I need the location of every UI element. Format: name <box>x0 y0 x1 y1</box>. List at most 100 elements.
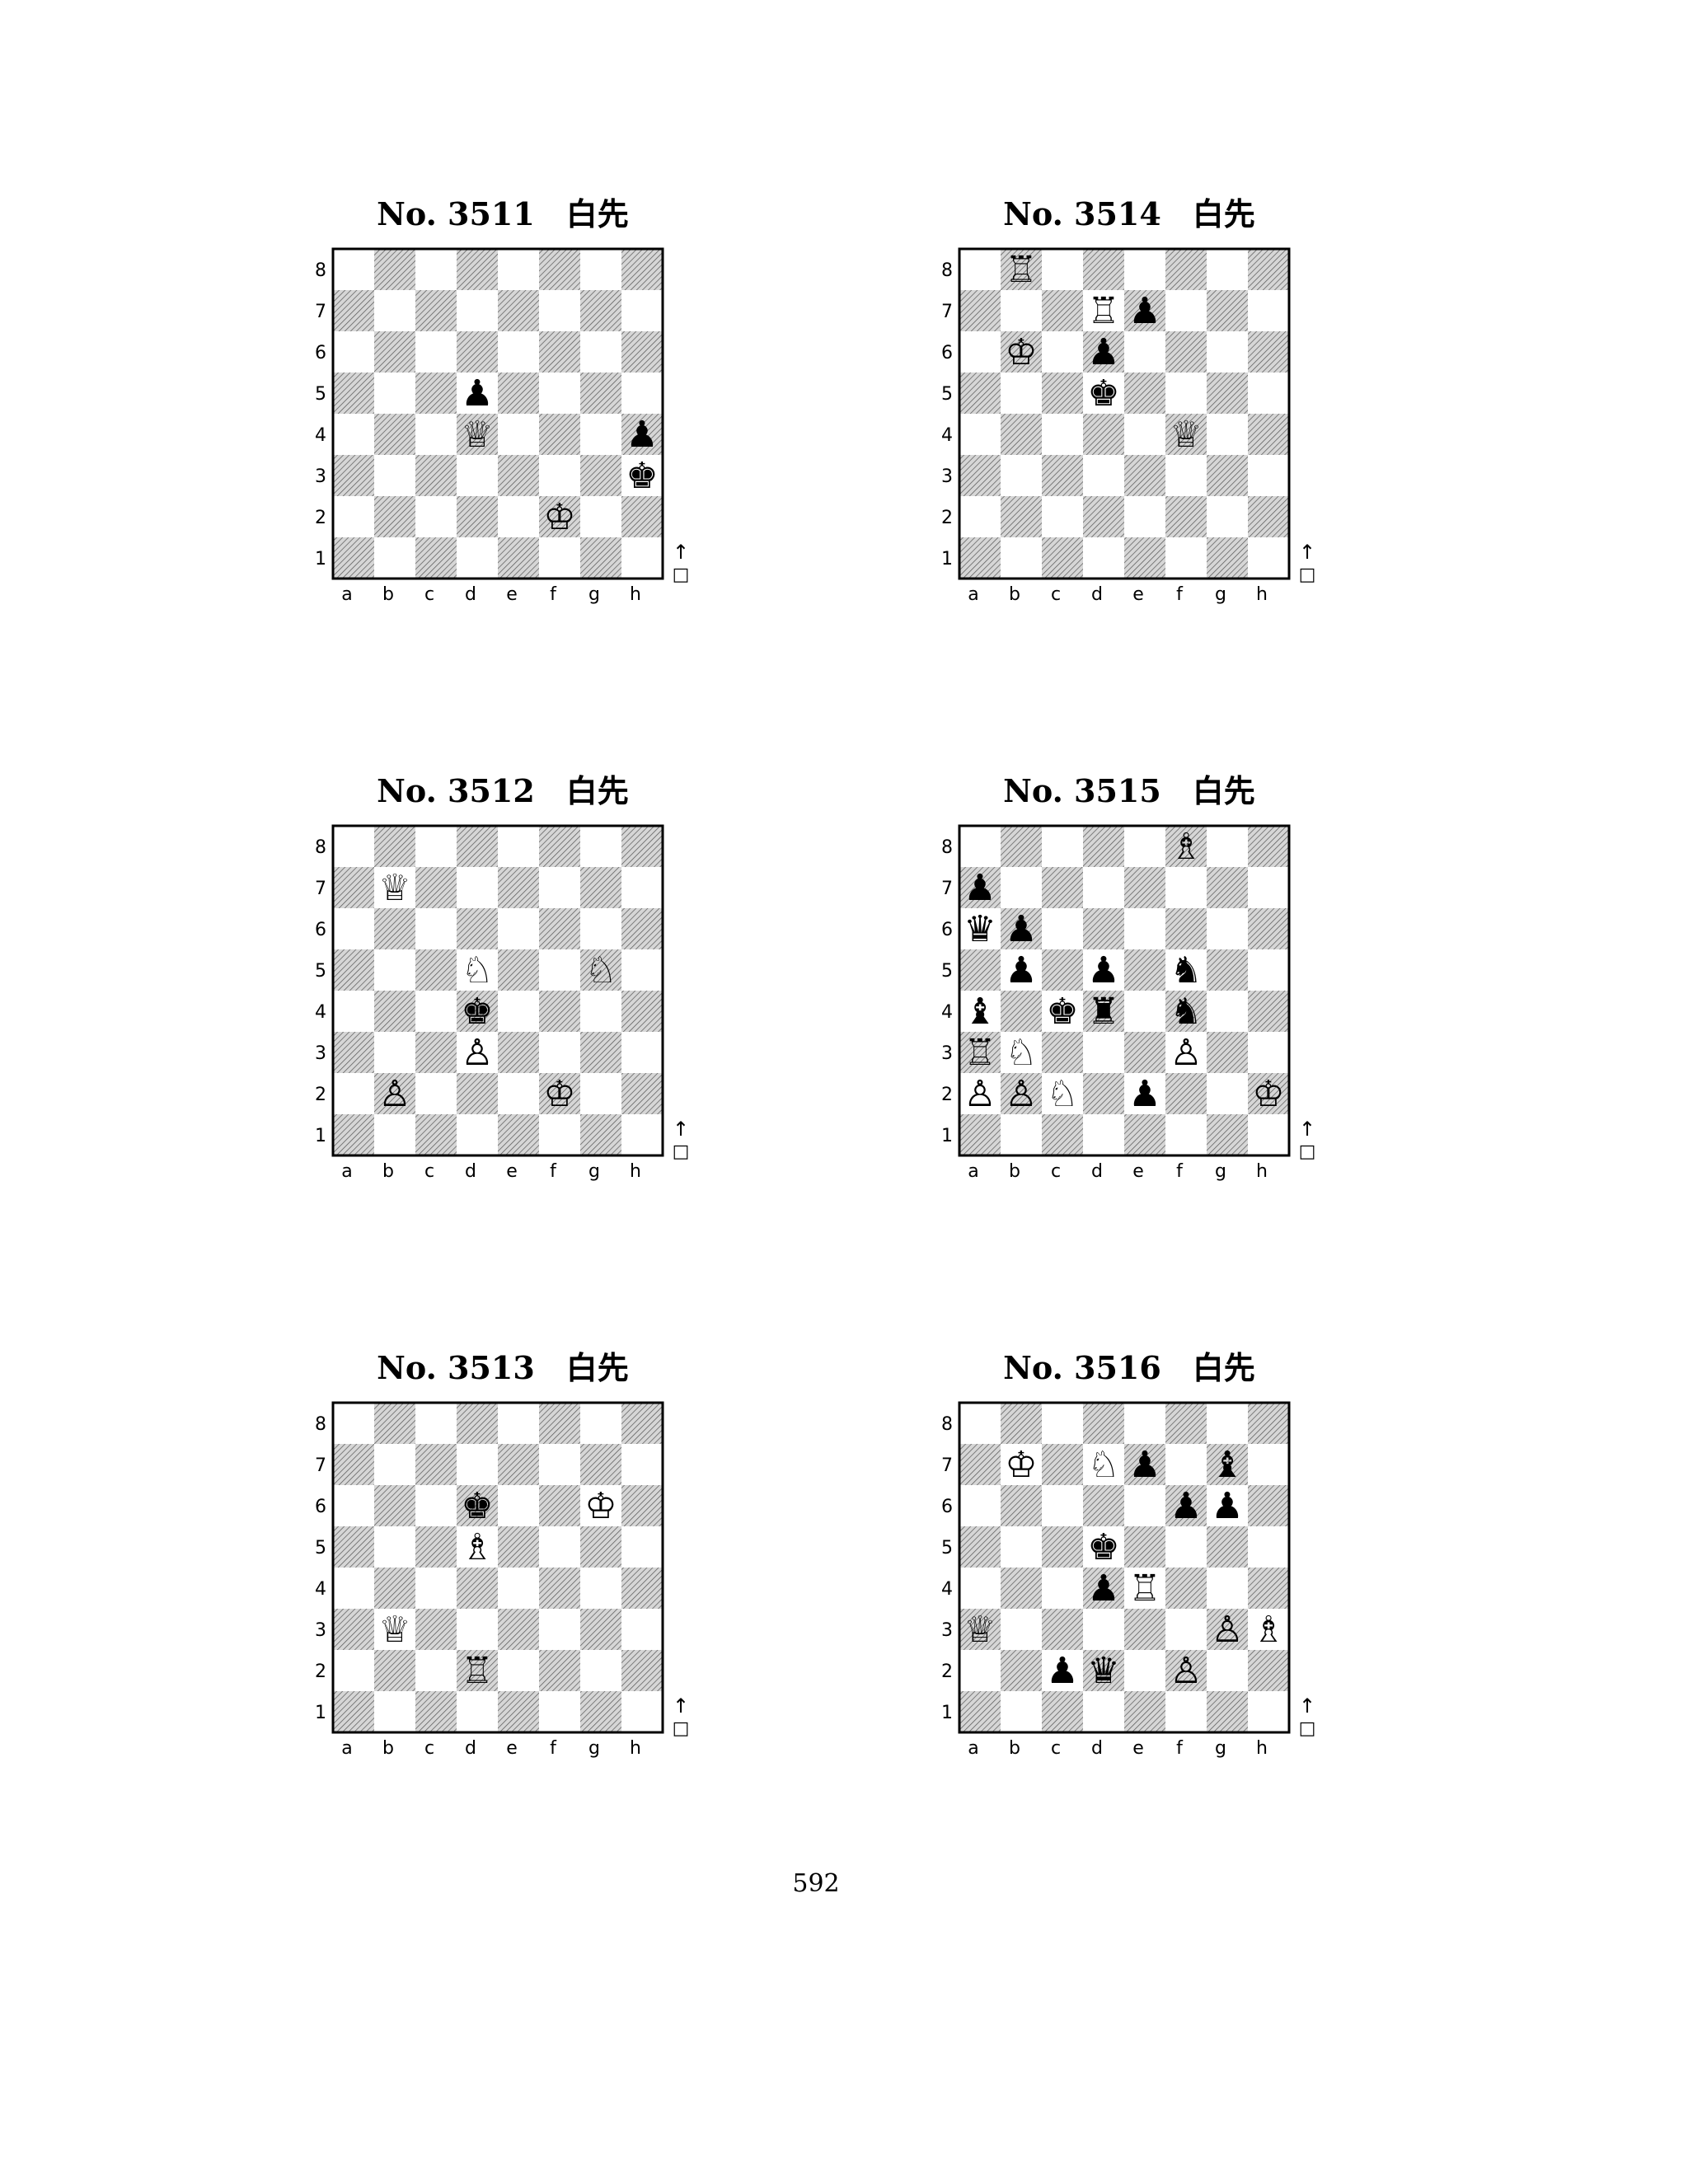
board-square-h4 <box>621 1568 663 1609</box>
file-label: b <box>1009 1738 1020 1759</box>
file-label: g <box>588 1161 600 1182</box>
board-square-b7 <box>374 1444 415 1485</box>
board-square-b7 <box>374 867 415 908</box>
turn-indicator-icon: □ <box>673 1718 690 1739</box>
board-square-c4 <box>415 414 457 455</box>
board-square-b1 <box>374 537 415 579</box>
rank-label: 8 <box>941 260 953 281</box>
board-square-b5 <box>1001 949 1042 991</box>
board-square-f1 <box>1165 1114 1207 1155</box>
board-square-c6 <box>415 908 457 949</box>
board-square-d3 <box>1083 1609 1124 1650</box>
board-square-c2 <box>415 496 457 537</box>
board-square-f6 <box>1165 331 1207 373</box>
board-square-a1 <box>333 537 374 579</box>
black-bishop-a4: ♝ <box>964 991 996 1033</box>
file-label: a <box>968 1738 978 1759</box>
turn-arrow-icon: ↑ <box>673 1118 689 1141</box>
board-square-e5 <box>1124 373 1165 414</box>
turn-indicator-icon: □ <box>1299 1141 1316 1162</box>
board-square-a8 <box>333 1403 374 1444</box>
board-square-b3 <box>374 1032 415 1073</box>
board-square-a7 <box>959 867 1001 908</box>
rank-label: 6 <box>315 343 326 363</box>
board-square-h8 <box>1248 1403 1289 1444</box>
board-square-f1 <box>539 1114 580 1155</box>
rank-label: 6 <box>941 1497 953 1517</box>
board-square-h1 <box>621 1114 663 1155</box>
board-square-b2 <box>374 496 415 537</box>
white-rook-e4: ♖ <box>1128 1568 1160 1610</box>
board-square-d2 <box>1083 1650 1124 1691</box>
board-square-c8 <box>415 1403 457 1444</box>
black-knight-f4: ♞ <box>1170 991 1202 1033</box>
file-label: b <box>1009 1161 1020 1182</box>
black-bishop-g7: ♝ <box>1211 1444 1243 1486</box>
board-square-h6 <box>1248 331 1289 373</box>
board-square-b8 <box>1001 1403 1042 1444</box>
board-square-c4 <box>1042 1568 1083 1609</box>
board-square-f8 <box>1165 826 1207 867</box>
file-label: h <box>1256 1738 1268 1759</box>
board-square-f4 <box>1165 414 1207 455</box>
white-knight-c2: ♘ <box>1046 1073 1078 1115</box>
board-square-h2 <box>621 1650 663 1691</box>
board-square-e4 <box>1124 414 1165 455</box>
file-label: h <box>1256 584 1268 605</box>
file-label: a <box>341 584 352 605</box>
black-pawn-e2: ♟ <box>1128 1073 1160 1115</box>
board-square-b1 <box>1001 537 1042 579</box>
black-pawn-e7: ♟ <box>1128 1444 1160 1486</box>
white-knight-d5: ♘ <box>461 949 493 991</box>
board-square-c6 <box>415 1485 457 1526</box>
board-square-c1 <box>415 537 457 579</box>
rank-label: 8 <box>315 837 326 858</box>
board-square-e5 <box>498 1526 539 1568</box>
turn-arrow-icon: ↑ <box>1299 1694 1315 1718</box>
board-square-g3 <box>1207 1609 1248 1650</box>
board-square-f3 <box>1165 1032 1207 1073</box>
board-square-b6 <box>1001 331 1042 373</box>
board-square-b1 <box>374 1114 415 1155</box>
file-label: e <box>1132 1738 1144 1759</box>
puzzle-title: No. 3516 白先 <box>1003 1349 1255 1386</box>
board-square-e6 <box>498 1485 539 1526</box>
board-square-e2 <box>498 1073 539 1114</box>
rank-label: 7 <box>315 302 326 322</box>
board-square-a7 <box>959 1444 1001 1485</box>
board-square-d2 <box>1083 496 1124 537</box>
rank-label: 6 <box>941 343 953 363</box>
board-square-b4 <box>374 991 415 1032</box>
board-square-f1 <box>1165 1691 1207 1732</box>
turn-indicator-icon: □ <box>673 565 690 585</box>
board-square-f7 <box>1165 1444 1207 1485</box>
board-square-e6 <box>1124 908 1165 949</box>
board-square-h7 <box>1248 290 1289 331</box>
board-square-a3 <box>333 1609 374 1650</box>
white-knight-g5: ♘ <box>584 949 617 991</box>
board-square-d4 <box>1083 1568 1124 1609</box>
board-square-d5 <box>1083 1526 1124 1568</box>
rank-label: 3 <box>315 466 326 487</box>
board-square-a3 <box>959 1609 1001 1650</box>
board-square-a5 <box>333 373 374 414</box>
board-square-b6 <box>1001 908 1042 949</box>
board-square-f8 <box>539 249 580 290</box>
black-pawn-d5: ♟ <box>461 373 493 415</box>
board-square-a7 <box>333 1444 374 1485</box>
board-square-f5 <box>1165 1526 1207 1568</box>
puzzle-title: No. 3515 白先 <box>1003 772 1255 809</box>
board-square-a6 <box>959 1485 1001 1526</box>
board-square-e4 <box>1124 991 1165 1032</box>
board-square-a5 <box>959 949 1001 991</box>
file-label: c <box>424 1738 434 1759</box>
turn-indicator-icon: □ <box>1299 1718 1316 1739</box>
board-square-d8 <box>457 1403 498 1444</box>
board-square-e5 <box>498 373 539 414</box>
board-border <box>331 247 664 580</box>
